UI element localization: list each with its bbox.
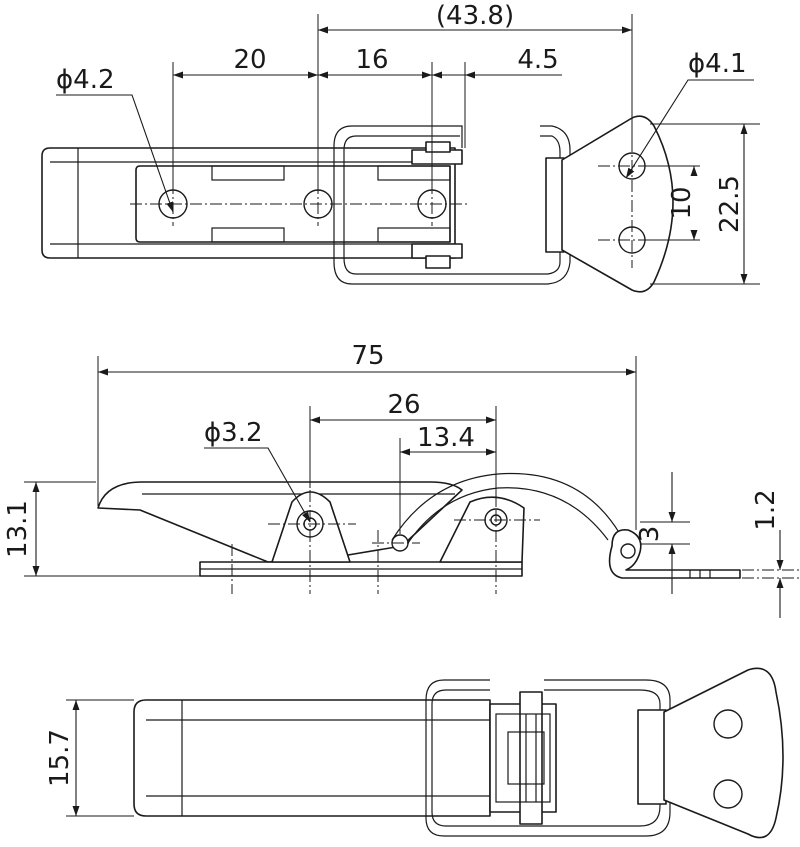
top-view-strike-plate: [561, 115, 674, 293]
dim-label-height: 22.5: [715, 175, 745, 233]
dim-label-3: 3: [635, 526, 665, 543]
dim-label-26: 26: [387, 390, 420, 420]
bottom-view-hole-upper: [713, 709, 743, 739]
side-view-wire-loop: [391, 472, 621, 541]
dim-label-4-5: 4.5: [517, 45, 558, 75]
top-view-wire-loop: [333, 125, 548, 285]
top-view: (43.8) 20 16 4.5 ϕ4.2 ϕ4.1 10 22.5: [41, 1, 760, 293]
bottom-view-wire-loop: [431, 689, 661, 827]
dim-label-hole-right: ϕ4.1: [688, 49, 747, 79]
bottom-view-strike-tab: [637, 709, 667, 805]
side-view: 75 26 13.4 ϕ3.2 13.1 3 1.2: [3, 341, 800, 618]
bottom-view-hole-lower: [713, 779, 743, 809]
side-view-rear-bracket: [439, 496, 525, 563]
side-view-strike-pin: [620, 543, 636, 559]
dim-label-pin: ϕ3.2: [204, 418, 263, 448]
dim-label-13-1: 13.1: [3, 500, 33, 558]
dim-label-15-7: 15.7: [45, 729, 75, 787]
dim-label-75: 75: [351, 341, 384, 371]
dim-label-spacing: 10: [667, 186, 697, 219]
dim-label-1-2: 1.2: [751, 489, 781, 530]
bottom-view: 15.7: [45, 667, 784, 839]
dim-label-20: 20: [233, 45, 266, 75]
dim-label-13-4: 13.4: [417, 423, 475, 453]
bottom-view-lever-body: [133, 699, 491, 817]
dim-label-16: 16: [355, 45, 388, 75]
side-view-lever: [97, 481, 463, 563]
bottom-view-strike-plate: [663, 667, 784, 839]
dim-label-overall: (43.8): [436, 1, 514, 31]
dim-label-hole-left: ϕ4.2: [56, 65, 115, 95]
side-view-strike-hook: [608, 529, 741, 579]
